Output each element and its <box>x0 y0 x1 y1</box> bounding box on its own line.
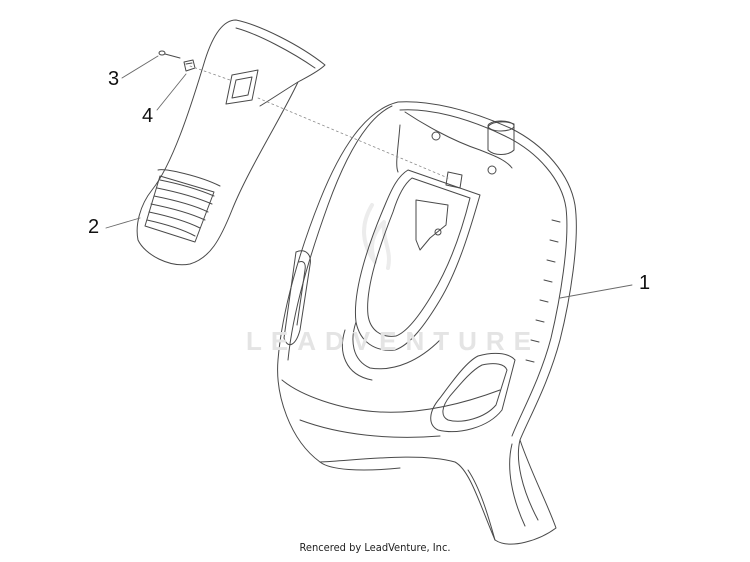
callout-2: 2 <box>88 216 100 238</box>
credit-text: Rencered by LeadVenture, Inc. <box>299 541 451 554</box>
callout-3: 3 <box>108 68 120 90</box>
part-4-clip-nut <box>183 59 196 72</box>
watermark-text: LEADVENTURE <box>246 326 541 356</box>
callout-1: 1 <box>639 272 651 294</box>
part-1-front-shield <box>277 101 577 545</box>
assembly-centerlines <box>189 65 449 179</box>
part-2-inner-cover <box>136 19 326 266</box>
leader-lines <box>105 55 633 299</box>
watermark-logo <box>362 203 391 270</box>
part-3-screw <box>158 50 181 59</box>
callout-4: 4 <box>142 105 154 127</box>
